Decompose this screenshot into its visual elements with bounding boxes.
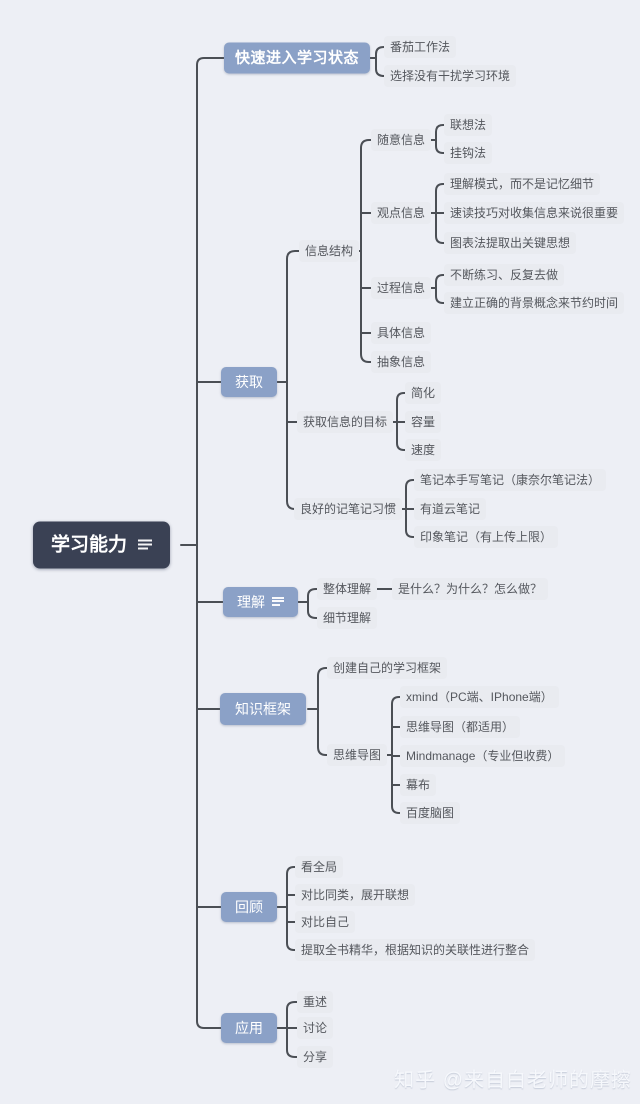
node-mindmanage[interactable]: Mindmanage（专业但收费） (400, 745, 566, 767)
connector-trunk (180, 57, 226, 1029)
node-random-info[interactable]: 随意信息 (371, 129, 432, 151)
node-restate[interactable]: 重述 (297, 991, 334, 1013)
node-youdao-notes[interactable]: 有道云笔记 (414, 498, 487, 520)
root-label: 学习能力 (51, 534, 128, 556)
node-extract-essence[interactable]: 提取全书精华，根据知识的关联性进行整合 (295, 939, 536, 961)
node-hook-method[interactable]: 挂钩法 (444, 142, 493, 164)
node-background-concepts[interactable]: 建立正确的背景概念来节约时间 (444, 292, 625, 314)
node-mubu[interactable]: 幕布 (400, 774, 437, 796)
branch-quick-study-state[interactable]: 快速进入学习状态 (224, 42, 371, 74)
branch-understand-label: 理解 (237, 594, 265, 610)
connector-info-structure (356, 139, 372, 363)
node-pomodoro-technique[interactable]: 番茄工作法 (384, 36, 457, 58)
node-simplify[interactable]: 简化 (405, 382, 442, 404)
branch-understand[interactable]: 理解 (223, 587, 298, 617)
node-info-acquisition-goals[interactable]: 获取信息的目标 (297, 411, 394, 433)
connector-acquire (276, 250, 300, 510)
node-understand-patterns[interactable]: 理解模式，而不是记忆细节 (444, 173, 601, 195)
branch-knowledge-framework[interactable]: 知识框架 (220, 693, 306, 725)
connector-understand (297, 588, 318, 619)
node-discuss[interactable]: 讨论 (297, 1017, 334, 1039)
connector-apply (276, 1001, 298, 1058)
connector-review (276, 866, 296, 951)
node-speed-reading[interactable]: 速读技巧对收集信息来说很重要 (444, 202, 625, 224)
zhihu-watermark: 知乎 @来自白老师的摩擦 (394, 1069, 632, 1092)
node-see-big-picture[interactable]: 看全局 (295, 856, 344, 878)
node-mindmap-universal[interactable]: 思维导图（都适用） (400, 716, 521, 738)
node-viewpoint-info[interactable]: 观点信息 (371, 202, 432, 224)
node-cornell-notes[interactable]: 笔记本手写笔记（康奈尔笔记法） (414, 469, 607, 491)
connector-viewpoint-info (430, 183, 445, 244)
notes-icon (138, 539, 153, 551)
node-concrete-info[interactable]: 具体信息 (371, 322, 432, 344)
node-share[interactable]: 分享 (297, 1046, 334, 1068)
node-what-why-how[interactable]: 是什么？为什么？怎么做？ (392, 578, 549, 600)
node-detail-understanding[interactable]: 细节理解 (317, 607, 378, 629)
connector-process-info (430, 274, 445, 304)
node-note-taking-habits[interactable]: 良好的记笔记习惯 (294, 498, 403, 520)
node-holistic-understanding[interactable]: 整体理解 (317, 578, 378, 600)
branch-acquire[interactable]: 获取 (221, 367, 277, 397)
node-abstract-info[interactable]: 抽象信息 (371, 351, 432, 373)
connector-random-info (430, 124, 445, 154)
notes-icon (272, 596, 284, 608)
node-speed[interactable]: 速度 (405, 439, 442, 461)
connector-acquisition-goals (392, 392, 406, 451)
connector-mindmap-tools (386, 696, 401, 814)
node-chart-method[interactable]: 图表法提取出关键思想 (444, 232, 577, 254)
node-create-own-framework[interactable]: 创建自己的学习框架 (327, 657, 448, 679)
node-compare-self[interactable]: 对比自己 (295, 911, 356, 933)
node-baidu-naotu[interactable]: 百度脑图 (400, 802, 461, 824)
connector-framework (307, 667, 328, 756)
node-capacity[interactable]: 容量 (405, 411, 442, 433)
node-association-method[interactable]: 联想法 (444, 114, 493, 136)
node-evernote[interactable]: 印象笔记（有上传上限） (414, 526, 559, 548)
node-mind-map[interactable]: 思维导图 (327, 744, 388, 766)
node-process-info[interactable]: 过程信息 (371, 277, 432, 299)
node-xmind[interactable]: xmind（PC端、IPhone端） (400, 686, 559, 708)
branch-review[interactable]: 回顾 (221, 892, 277, 922)
node-information-structure[interactable]: 信息结构 (299, 240, 360, 262)
node-distraction-free-environment[interactable]: 选择没有干扰学习环境 (384, 65, 517, 87)
node-practice-repeatedly[interactable]: 不断练习、反复去做 (444, 264, 565, 286)
branch-apply[interactable]: 应用 (221, 1013, 277, 1043)
node-compare-similar[interactable]: 对比同类，展开联想 (295, 884, 416, 906)
connector-note-habits (401, 479, 415, 538)
node-learning-ability[interactable]: 学习能力 (33, 521, 171, 569)
